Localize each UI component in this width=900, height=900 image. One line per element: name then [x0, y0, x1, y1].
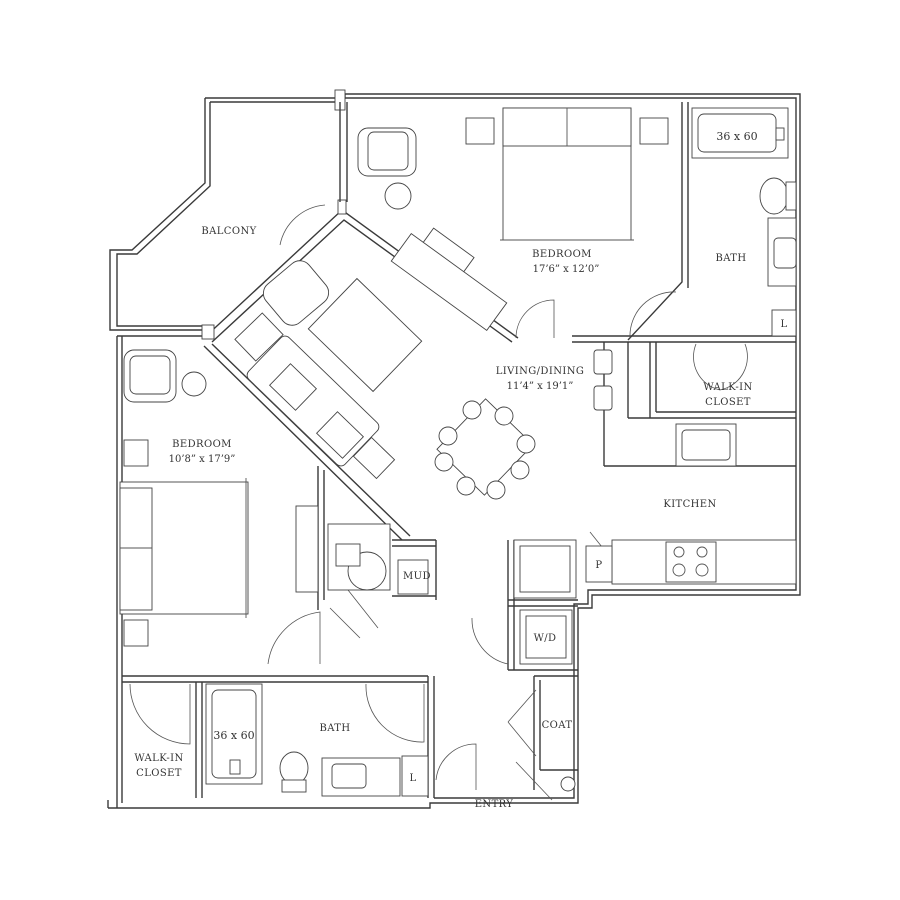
dresser-icon — [390, 232, 508, 332]
bedroom-2-furniture — [119, 349, 391, 647]
nightstand-icon — [123, 619, 149, 647]
closet-1-door[interactable] — [693, 343, 748, 391]
cooktop-icon — [665, 541, 717, 583]
balcony-door[interactable] — [279, 204, 326, 246]
toilet-icon — [279, 751, 309, 785]
side-table-icon — [234, 312, 284, 362]
bath-1-fixtures — [691, 107, 797, 337]
bath-1-linen-label: L — [780, 319, 787, 330]
dining-chair-icon — [438, 426, 458, 446]
armchair-icon — [262, 260, 330, 326]
kitchen-fixtures — [513, 423, 797, 665]
bar-stool-icon — [593, 385, 613, 411]
dining-chair-icon — [456, 476, 476, 496]
nightstand-icon — [123, 439, 149, 467]
bedroom-1-label: BEDROOM — [532, 249, 592, 260]
bath-1-label: BATH — [715, 253, 746, 264]
walk-in-closet-1-label-2: CLOSET — [705, 397, 751, 408]
side-table-icon — [384, 182, 412, 210]
bedroom-1-dimensions: 17’6” x 12’0” — [533, 264, 600, 275]
laundry-label: W/D — [534, 633, 557, 644]
mud-label: MUD — [403, 571, 431, 582]
dining-chair-icon — [516, 434, 536, 454]
dining-chair-icon — [494, 406, 514, 426]
walk-in-closet-2-label-2: CLOSET — [136, 768, 182, 779]
laundry-door[interactable] — [471, 617, 509, 665]
nightstand-icon — [465, 117, 495, 145]
walk-in-closet-2-label-1: WALK-IN — [134, 753, 183, 764]
bath-1-door[interactable] — [629, 291, 677, 339]
bath-2-label: BATH — [319, 723, 350, 734]
bath-2-linen-label: L — [409, 773, 416, 784]
interior-walls — [122, 102, 796, 798]
living-dining-label: LIVING/DINING — [496, 366, 584, 377]
living-furniture — [234, 260, 613, 500]
bedroom-2-door[interactable] — [267, 611, 321, 665]
linen-closet-icon — [401, 755, 429, 797]
bedroom-1-furniture — [357, 107, 669, 332]
entry-door[interactable] — [435, 743, 477, 790]
dining-chair-icon — [434, 452, 454, 472]
linen-closet-icon — [771, 309, 797, 337]
bedroom-2-dimensions: 10’8” x 17’9” — [169, 454, 236, 465]
side-table-icon — [181, 371, 207, 397]
doors — [129, 204, 748, 801]
toilet-icon — [759, 177, 789, 215]
side-table-icon — [352, 436, 396, 480]
balcony-label: BALCONY — [201, 226, 256, 237]
walk-in-closet-1-label-1: WALK-IN — [703, 382, 752, 393]
dresser-icon — [295, 505, 319, 593]
bath-2-door[interactable] — [365, 683, 425, 743]
entry-label: ENTRY — [475, 799, 514, 810]
dining-chair-icon — [462, 400, 482, 420]
coat-label: COAT — [542, 720, 573, 731]
dining-chair-icon — [486, 480, 506, 500]
coat-door[interactable] — [507, 689, 537, 757]
bedroom-2-label: BEDROOM — [172, 439, 232, 450]
bath-2-fixtures — [205, 683, 576, 797]
bath-1-tub-label: 36 x 60 — [716, 130, 757, 143]
living-dining-dimensions: 11’4” x 19’1” — [507, 381, 574, 392]
closet-2-door[interactable] — [129, 683, 191, 745]
kitchen-label: KITCHEN — [663, 499, 716, 510]
room-labels: BALCONY BEDROOM 17’6” x 12’0” 36 x 60 BA… — [134, 130, 787, 810]
dining-chair-icon — [510, 460, 530, 480]
nightstand-icon — [639, 117, 669, 145]
bath-2-tub-label: 36 x 60 — [213, 729, 254, 742]
rug-icon — [307, 277, 423, 393]
pantry-label: P — [595, 560, 602, 571]
pantry-icon — [585, 545, 613, 583]
bar-stool-icon — [593, 349, 613, 375]
bedroom-1-door[interactable] — [515, 299, 555, 339]
